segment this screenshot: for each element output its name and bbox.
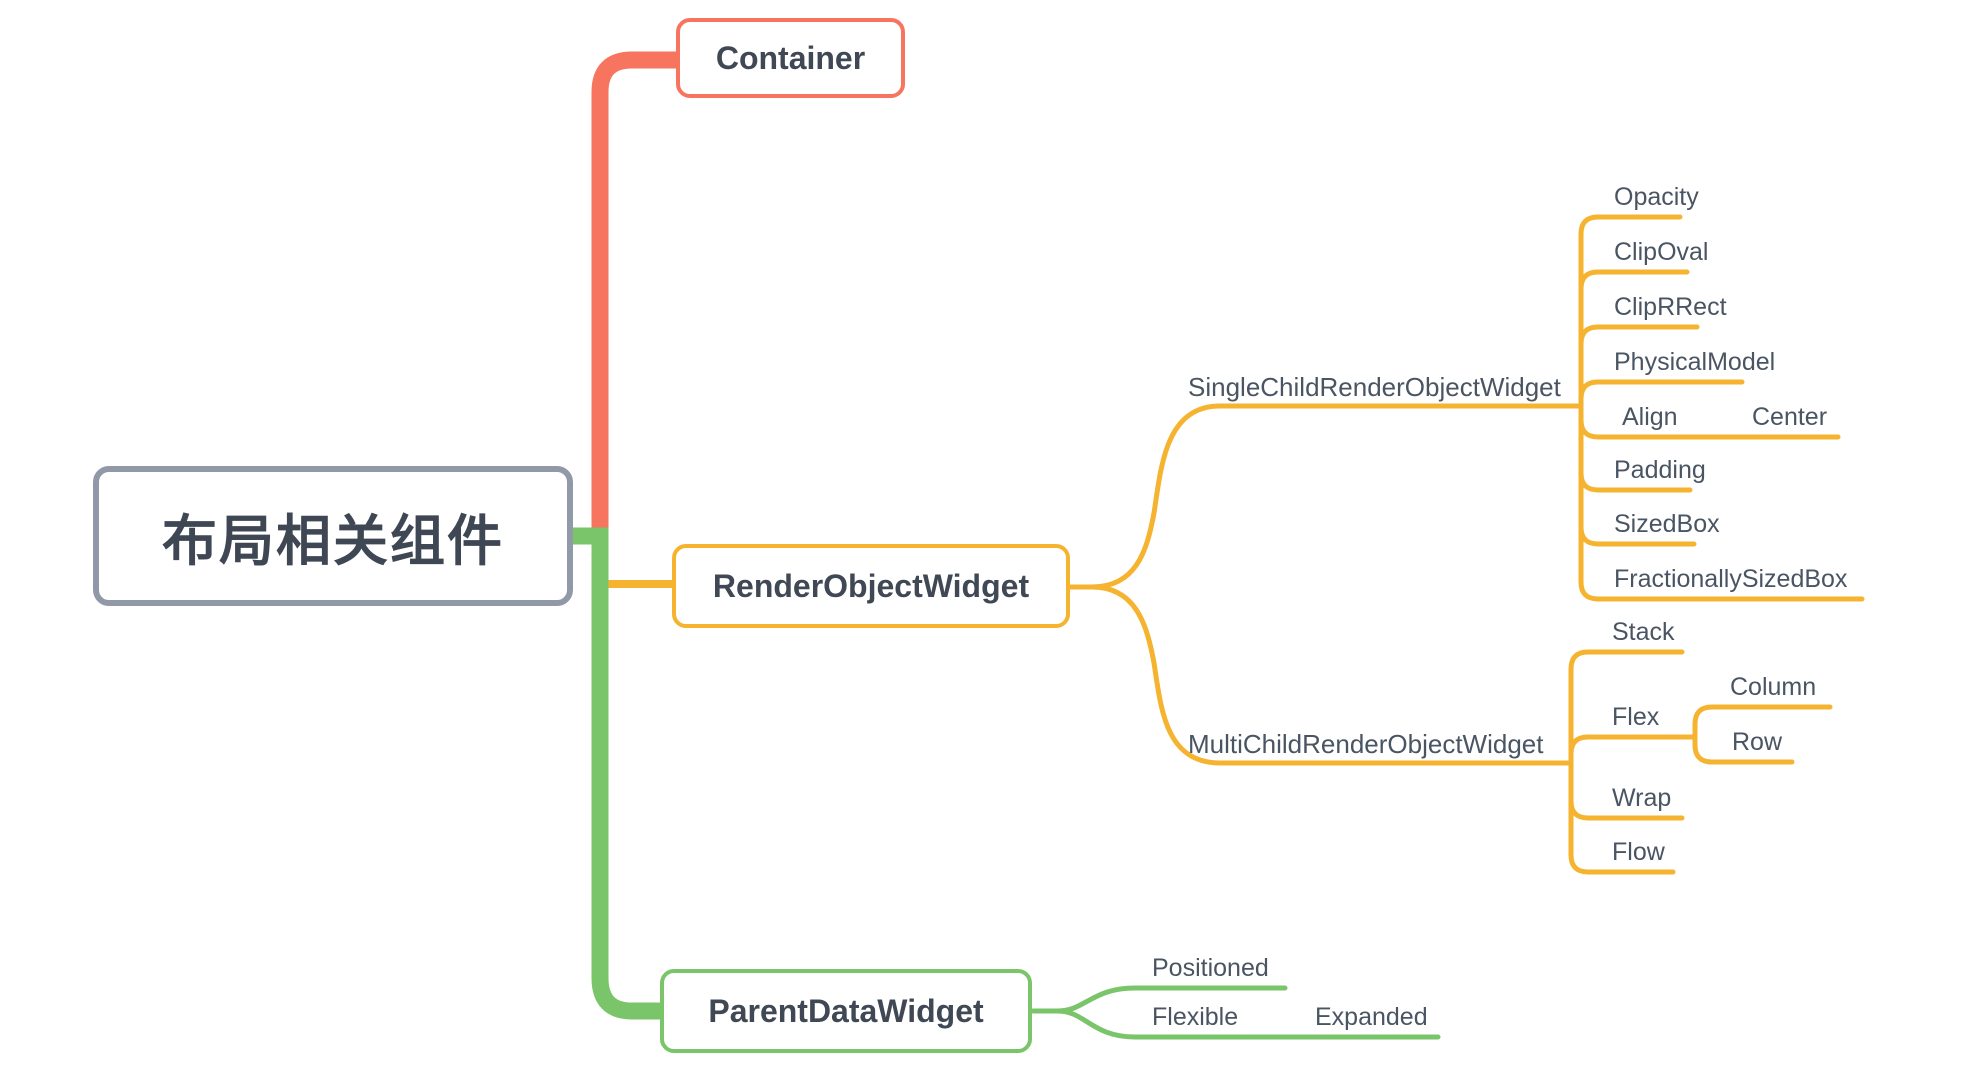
topic-sizedbox[interactable]: SizedBox bbox=[1614, 510, 1720, 538]
node-container[interactable]: Container bbox=[676, 18, 905, 98]
line-cliprrect bbox=[1578, 324, 1700, 347]
line-opacity bbox=[1578, 214, 1683, 237]
line-wrap bbox=[1568, 798, 1685, 821]
topic-multi-child-render-object-widget[interactable]: MultiChildRenderObjectWidget bbox=[1188, 729, 1544, 759]
line-padding bbox=[1578, 470, 1693, 493]
topic-expanded[interactable]: Expanded bbox=[1315, 1003, 1428, 1031]
line-row bbox=[1692, 742, 1795, 765]
topic-stack[interactable]: Stack bbox=[1612, 618, 1675, 646]
line-stack bbox=[1568, 649, 1685, 672]
branch-line-multi-child bbox=[1068, 584, 1571, 766]
node-render-object-widget[interactable]: RenderObjectWidget bbox=[672, 544, 1070, 628]
topic-flex[interactable]: Flex bbox=[1612, 703, 1660, 731]
topic-align[interactable]: Align bbox=[1622, 403, 1678, 431]
line-clipoval bbox=[1578, 269, 1690, 292]
line-column bbox=[1692, 704, 1833, 727]
topic-opacity[interactable]: Opacity bbox=[1614, 183, 1699, 211]
topic-clipoval[interactable]: ClipOval bbox=[1614, 238, 1709, 266]
topic-padding[interactable]: Padding bbox=[1614, 456, 1706, 484]
line-flex bbox=[1568, 734, 1698, 757]
root-node[interactable]: 布局相关组件 bbox=[93, 466, 573, 606]
topic-column[interactable]: Column bbox=[1730, 673, 1817, 701]
trunk-container bbox=[591, 51, 678, 536]
branch-line-single-child bbox=[1068, 403, 1581, 590]
topic-center[interactable]: Center bbox=[1752, 403, 1828, 431]
line-align-center bbox=[1578, 417, 1841, 440]
topic-row[interactable]: Row bbox=[1732, 728, 1783, 756]
line-flexible-expanded bbox=[1055, 1008, 1441, 1040]
line-physicalmodel bbox=[1578, 379, 1745, 402]
line-fractionallysizedbox bbox=[1578, 579, 1865, 602]
line-sizedbox bbox=[1578, 524, 1697, 547]
node-parent-data-widget[interactable]: ParentDataWidget bbox=[660, 969, 1032, 1053]
line-flow bbox=[1568, 852, 1676, 875]
topic-single-child-render-object-widget[interactable]: SingleChildRenderObjectWidget bbox=[1188, 372, 1561, 402]
topic-cliprrect[interactable]: ClipRRect bbox=[1614, 293, 1727, 321]
topic-fractionallysizedbox[interactable]: FractionallySizedBox bbox=[1614, 565, 1848, 593]
topic-flexible[interactable]: Flexible bbox=[1152, 1003, 1239, 1031]
topic-physicalmodel[interactable]: PhysicalModel bbox=[1614, 348, 1776, 376]
topic-wrap[interactable]: Wrap bbox=[1612, 784, 1672, 812]
topic-flow[interactable]: Flow bbox=[1612, 838, 1665, 866]
trunk-parent-data bbox=[573, 527, 664, 1020]
topic-positioned[interactable]: Positioned bbox=[1152, 954, 1269, 982]
